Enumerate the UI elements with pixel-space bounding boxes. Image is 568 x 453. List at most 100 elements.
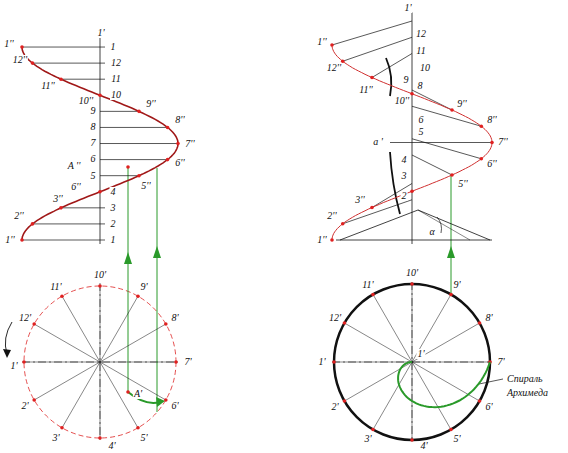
right-static [332,12,503,442]
generator-line [343,37,412,61]
point-dot [164,322,168,326]
point-label: 1 [110,235,117,245]
radial-line [100,362,166,400]
point-label: 10 [110,90,122,100]
radial-line [100,362,101,438]
level-line [100,175,139,176]
point-label: 1'' [316,235,327,245]
level-line [390,142,492,143]
point-label: 6' [170,401,179,411]
radial-line [334,362,412,363]
point-dot [59,206,63,210]
point-dot [343,399,347,403]
point-dot [166,126,170,130]
level-line [32,63,105,64]
point-label: a ' [372,137,384,147]
point-dot [174,360,178,364]
point-label: 9 [90,106,97,116]
point-label: 10' [405,268,419,278]
generator-line [412,155,452,175]
point-label: 11' [361,280,374,290]
left-static [3,30,178,442]
point-label: 11'' [40,81,56,91]
arrow-head [153,246,161,258]
arrow-head [3,349,11,358]
point-label: 6'' [174,158,185,168]
point-dot [330,43,334,47]
point-label: 1'' [316,37,327,47]
top-view-circle [24,286,176,438]
generator-line [372,184,412,208]
point-label: 11 [110,74,121,84]
point-dot [479,124,483,128]
radial-line [34,362,100,400]
point-label: 10'' [394,96,410,106]
point-label: 11' [49,282,62,292]
point-dot [450,173,454,177]
point-dot [59,77,63,81]
point-label: 1'' [4,235,15,245]
helix-curve [332,45,492,240]
point-label: 1'' [3,39,14,49]
point-dot [20,45,24,49]
point-label: 4' [107,441,116,451]
point-label: 3'' [354,195,365,205]
point-dot [410,282,414,286]
point-dot [341,222,345,226]
radial-line [412,362,451,430]
radial-line [373,294,412,362]
point-label: 9'' [456,99,467,109]
point-label: 1' [9,361,18,371]
point-dot [450,108,454,112]
arrow-head [124,252,132,264]
radial-line [24,362,100,363]
point-label: 1' [416,349,425,359]
radial-line [412,284,413,362]
point-label: 7 [90,138,97,148]
point-label: 6' [484,402,493,412]
point-label: 7' [183,357,192,367]
arrow-head [447,246,455,258]
point-label: 3 [401,171,408,181]
radial-line [34,324,100,362]
point-label: 5' [139,433,148,443]
axis-line [412,12,413,244]
visible-curve [386,58,391,96]
level-line [22,240,105,241]
point-dot [490,141,494,145]
cone-base [336,240,492,241]
point-label: 10'' [78,96,94,106]
point-dot [98,93,102,97]
generator-line [343,200,412,224]
point-label: 3 [110,203,117,213]
point-label: 2'' [326,211,337,221]
point-dot [332,360,336,364]
point-dot [98,436,102,440]
point-label: 7'' [184,139,195,149]
point-label: 2 [110,219,117,229]
point-dot [22,360,26,364]
point-dot [137,110,141,114]
point-dot [343,321,347,325]
callout-text: Спираль Архимеда [506,372,566,400]
generator-line [372,54,412,78]
point-label: 12'' [12,55,28,65]
point-dot [371,293,375,297]
point-label: 6'' [70,182,81,192]
level-line [100,111,139,112]
point-label: 8' [170,313,179,323]
point-label: 8 [417,81,424,91]
point-dot [98,284,102,288]
point-label: 1' [96,28,105,38]
point-dot [136,294,140,298]
point-label: 9' [452,280,461,290]
point-label: 5'' [457,179,468,189]
point-dot [370,206,374,210]
level-line [100,127,168,128]
radial-line [412,294,451,362]
point-label: 1' [317,357,326,367]
radial-line [344,323,412,362]
point-label: 2'' [13,211,24,221]
point-label: 5'' [140,181,151,191]
